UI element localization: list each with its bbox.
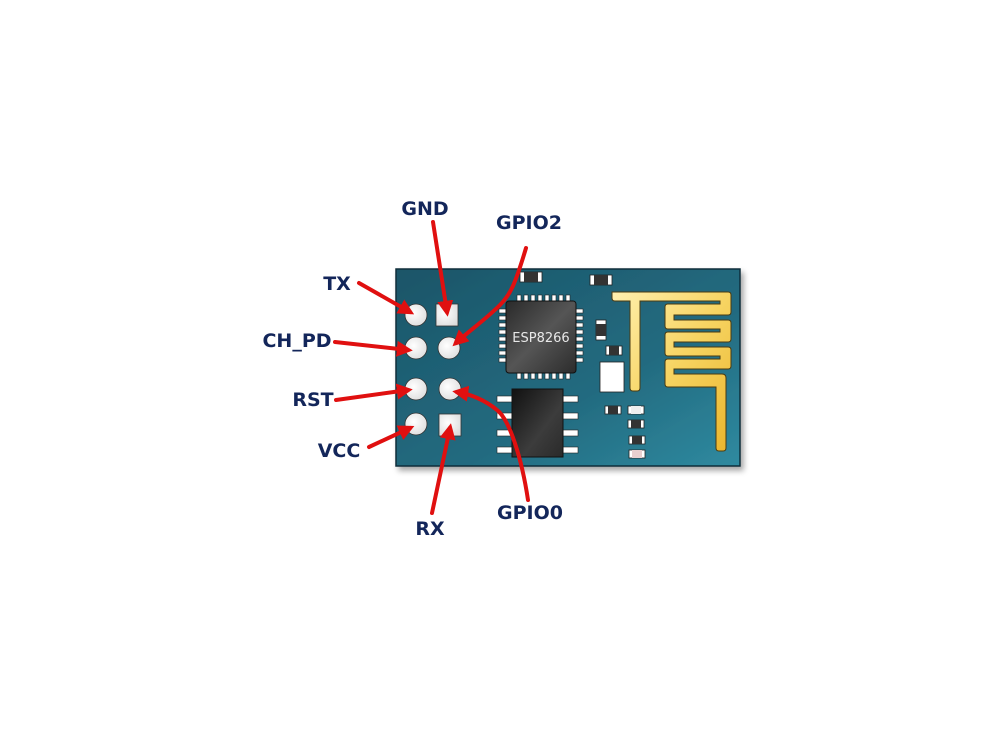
arrow-ch-pd (333, 340, 413, 357)
arrow-gpio2 (452, 246, 528, 347)
resistor-top-2 (589, 274, 613, 286)
chip-pin (498, 357, 507, 363)
chip-pin (498, 336, 507, 342)
pcb-antenna (611, 291, 732, 452)
chip-pins (498, 294, 584, 380)
resistor-top-1 (519, 271, 543, 283)
label-gpio2: GPIO2 (496, 212, 562, 234)
chip-pin (551, 294, 557, 302)
chip-pin (575, 315, 584, 321)
label-tx: TX (323, 273, 351, 295)
chip-label: ESP8266 (512, 331, 569, 346)
chip-pin (523, 294, 529, 302)
pad-gpio0[interactable] (438, 377, 462, 401)
chip-pin (575, 329, 584, 335)
arrow-rst (334, 383, 413, 402)
chip-pin (498, 350, 507, 356)
chip-pin (575, 336, 584, 342)
arrow-tx (357, 281, 415, 315)
chip-pin (558, 372, 564, 380)
pad-ch-pd[interactable] (404, 336, 428, 360)
chip-pin (530, 372, 536, 380)
crystal-white-block (599, 361, 625, 393)
resistor-low-5 (628, 449, 646, 459)
flash-chip-pin (562, 429, 579, 437)
pin-labels: GND GPIO2 TX CH_PD RST VCC RX GPIO0 (262, 198, 563, 540)
resistor-low-3 (627, 419, 645, 429)
arrow-gnd (431, 220, 454, 317)
flash-chip-pin (562, 395, 579, 403)
chip-pin (565, 372, 571, 380)
arrow-rx (430, 423, 456, 515)
pad-tx[interactable] (404, 303, 428, 327)
flash-chip-pin (496, 446, 513, 454)
label-gnd: GND (401, 198, 448, 220)
chip-pin (558, 294, 564, 302)
arrow-vcc (367, 425, 415, 449)
chip-pin (498, 322, 507, 328)
chip-pin (516, 294, 522, 302)
chip-pin (575, 308, 584, 314)
chip-pin (537, 372, 543, 380)
chip-pin (523, 372, 529, 380)
pad-vcc[interactable] (404, 412, 428, 436)
resistor-low-1 (604, 405, 622, 415)
flash-chip-pin (496, 395, 513, 403)
label-gpio0: GPIO0 (497, 502, 563, 524)
chip-pin (516, 372, 522, 380)
chip-pin (498, 343, 507, 349)
chip-pin (544, 294, 550, 302)
capacitor-vertical (595, 319, 607, 341)
flash-chip (496, 388, 579, 458)
chip-pin (575, 322, 584, 328)
flash-chip-pin (562, 412, 579, 420)
chip-pin (575, 357, 584, 363)
chip-pin (551, 372, 557, 380)
flash-chip-pin (562, 446, 579, 454)
resistor-low-4 (628, 435, 646, 445)
label-rx: RX (415, 518, 445, 540)
label-ch-pd: CH_PD (262, 330, 331, 352)
label-rst: RST (292, 389, 333, 411)
chip-pin (544, 372, 550, 380)
chip-pin (537, 294, 543, 302)
arrow-gpio0 (452, 385, 530, 502)
chip-pin (498, 315, 507, 321)
chip-pin (565, 294, 571, 302)
smd-components (519, 271, 646, 459)
esp8266-chip: ESP8266 (498, 294, 584, 380)
chip-pin (575, 350, 584, 356)
label-vcc: VCC (318, 440, 361, 462)
chip-pin (498, 308, 507, 314)
chip-pin (530, 294, 536, 302)
chip-pin (575, 343, 584, 349)
resistor-mid (605, 345, 623, 356)
resistor-low-2 (627, 405, 645, 415)
pin-arrows (333, 220, 530, 515)
chip-pin (498, 329, 507, 335)
